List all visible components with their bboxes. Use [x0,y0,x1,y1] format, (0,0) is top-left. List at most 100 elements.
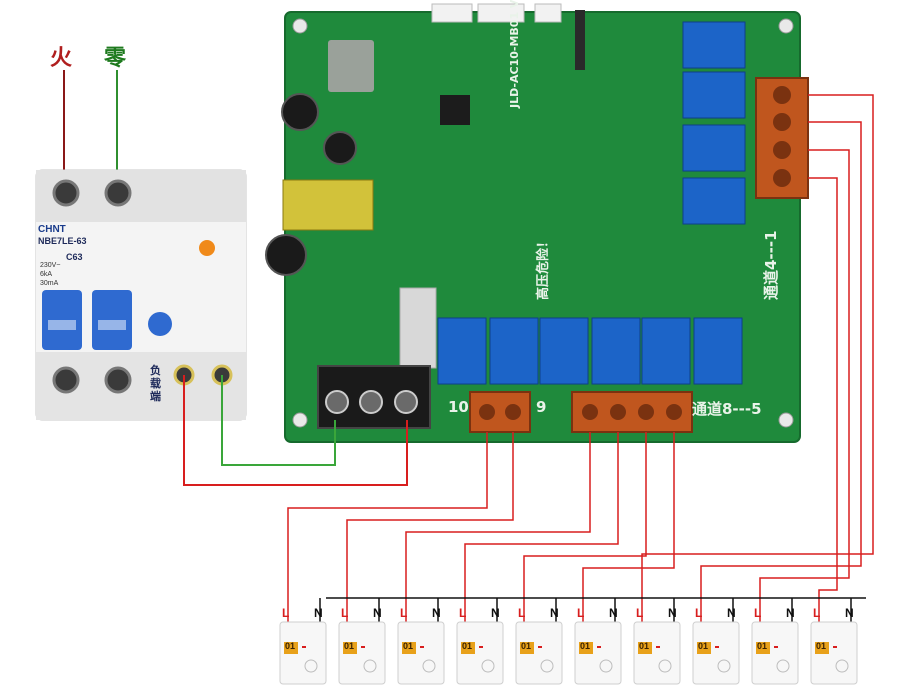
board-channel-9: 9 [536,398,547,416]
board-transformer [282,179,374,231]
socket-live-letter: L [282,606,290,620]
socket-neutral-letter: N [314,606,323,620]
socket-live-letter: L [695,606,703,620]
relay-top-3 [682,124,746,172]
socket-live-wire [808,177,838,622]
socket-neutral-letter: N [727,606,736,620]
terminal-right-screw-4 [773,169,791,187]
socket-9 [751,621,799,685]
socket-indicator [715,646,719,648]
socket-neutral-letter: N [432,606,441,620]
socket-outlet [363,659,377,673]
socket-live-wire [523,432,647,622]
board-warning: 高压危险！ [536,234,551,300]
output-wires [287,94,874,622]
socket-badge: 01 [285,641,296,651]
terminal-block-right-screws [773,86,791,187]
socket-outlet [776,659,790,673]
socket-live-wire [464,432,619,622]
socket-indicator [597,646,601,648]
socket-live-letter: L [518,606,526,620]
socket-neutral-letter: N [668,606,677,620]
relay-bottom-2 [489,317,539,385]
socket-switch [520,642,534,654]
power-wires [183,375,408,486]
socket-indicator [774,646,778,648]
socket-live-wire [641,94,874,622]
socket-indicator [833,646,837,648]
terminal-block-bottom-right-screw-1 [582,404,598,420]
breaker-bottom-screw-1 [52,366,80,394]
socket-outlet [481,659,495,673]
socket-live-wire [346,432,514,622]
relay-bottom-6 [693,317,743,385]
socket-switch [815,642,829,654]
breaker-bottom-screw-2 [104,366,132,394]
terminal-right-screw-3 [773,141,791,159]
breaker-spec-3: 30mA [40,280,59,287]
socket-live-wire [700,121,862,622]
socket-plate [397,621,445,685]
board-header-pins [431,3,562,23]
socket-switch [461,642,475,654]
socket-neutral-letter: N [786,606,795,620]
socket-live-letter: L [400,606,408,620]
socket-plate [574,621,622,685]
breaker-spec-1: 230V~ [40,262,61,269]
board-capacitor-3 [265,234,307,276]
socket-outlet [540,659,554,673]
relay-bottom-3 [539,317,589,385]
power-neutral-wire [221,375,336,466]
socket-switch [402,642,416,654]
breaker-screw-neutral [104,179,132,207]
socket-badge: 01 [521,641,532,651]
terminal-block-bottom-right-screw-2 [610,404,626,420]
breaker-switch-1-hinge [48,320,76,330]
socket-live-letter: L [754,606,762,620]
socket-indicator [656,646,660,648]
socket-plate [456,621,504,685]
socket-neutral-letter: N [845,606,854,620]
socket-6 [574,621,622,685]
socket-plate [810,621,858,685]
socket-badge: 01 [462,641,473,651]
board-capacitor-1 [281,93,319,131]
breaker-load-side-1: 负 [150,365,161,377]
board-mcu [440,95,470,125]
board-ribbon [575,10,585,70]
socket-switch [756,642,770,654]
socket-live-letter: L [577,606,585,620]
breaker-rating: C63 [66,252,83,262]
socket-indicator [361,646,365,648]
terminal-right-screw-1 [773,86,791,104]
socket-switch [284,642,298,654]
socket-plate [338,621,386,685]
board-mount-hole-1 [292,18,308,34]
socket-switch [638,642,652,654]
breaker-test-button [148,312,172,336]
live-label: 火 [50,45,73,71]
power-live-wire [183,375,408,486]
socket-indicator [420,646,424,648]
terminal-block-bottom-right-screw-3 [638,404,654,420]
input-wires [63,70,118,183]
socket-plate [751,621,799,685]
socket-badge: 01 [580,641,591,651]
socket-badge: 01 [698,641,709,651]
socket-live-wire [759,149,850,622]
socket-live-letter: L [813,606,821,620]
board-model: JLD-AC10-MB01 V1.1 [508,0,521,108]
breaker-model: NBE7LE-63 [38,236,87,246]
socket-4 [456,621,504,685]
socket-plate [692,621,740,685]
breaker-brand: CHNT [38,224,66,235]
socket-10 [810,621,858,685]
socket-switch [697,642,711,654]
terminal-block-bottom-left-screw-2 [505,404,521,420]
socket-live-letter: L [341,606,349,620]
circuit-breaker [35,169,247,421]
socket-live-wire [405,432,591,622]
socket-live-letter: L [636,606,644,620]
socket-8 [692,621,740,685]
socket-outlet [658,659,672,673]
